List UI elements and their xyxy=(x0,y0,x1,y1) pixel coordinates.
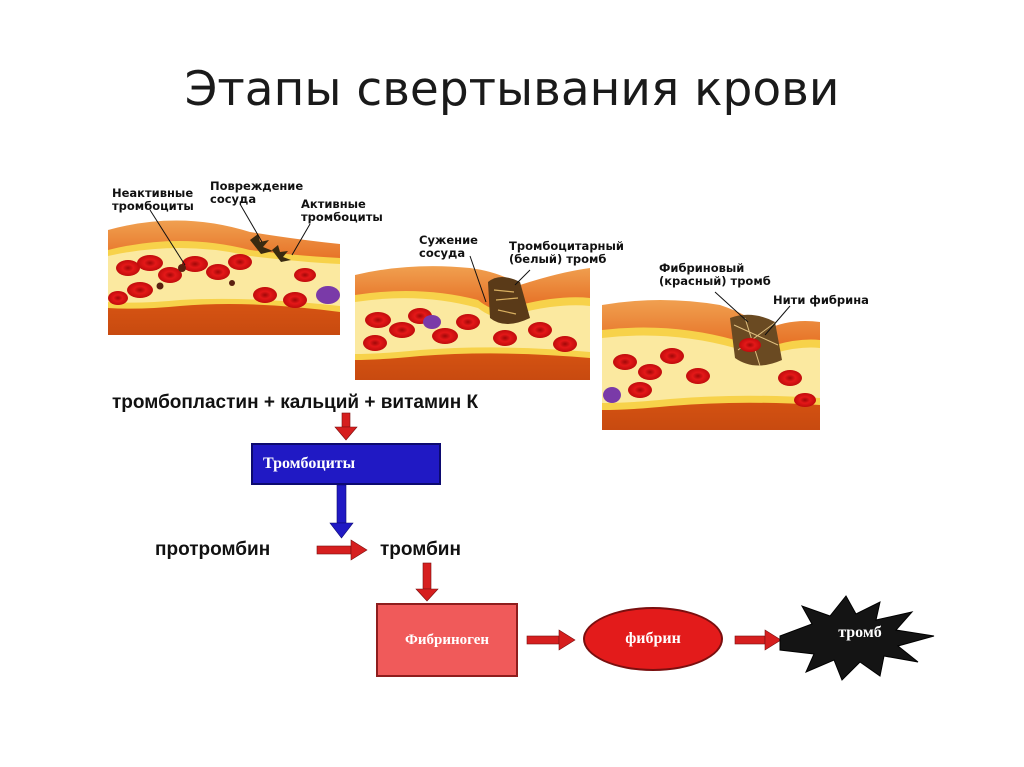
platelets-box-label: Тромбоциты xyxy=(263,455,356,472)
panel-1-vessel xyxy=(108,220,340,335)
label-red-clot: Фибриновый (красный) тромб xyxy=(659,261,771,288)
clot-star-shape xyxy=(779,595,935,681)
clot-label: тромб xyxy=(838,624,882,641)
equation-text: тромбопластин + кальций + витамин К xyxy=(112,392,479,413)
label-fibrin-threads: Нити фибрина xyxy=(773,293,869,307)
prothrombin-text: протромбин xyxy=(155,539,271,560)
label-vessel-damage: Повреждение сосуда xyxy=(210,179,304,206)
fibrinogen-box-label: Фибриноген xyxy=(404,631,490,648)
fibrin-oval-label: фибрин xyxy=(625,630,681,647)
label-vessel-narrowing: Сужение сосуда xyxy=(419,233,478,260)
label-inactive-platelets: Неактивные тромбоциты xyxy=(112,186,194,213)
thrombin-text: тромбин xyxy=(380,539,461,560)
panel-2-vessel xyxy=(355,266,590,380)
fibrin-oval: фибрин xyxy=(583,607,723,671)
leader-lines xyxy=(149,203,791,336)
label-white-clot: Тромбоцитарный (белый) тромб xyxy=(509,239,624,266)
platelets-box: Тромбоциты xyxy=(251,443,441,485)
panel-2-blood-cells xyxy=(363,308,577,352)
fibrinogen-box: Фибриноген xyxy=(376,603,518,677)
flow-arrows xyxy=(316,412,782,651)
panel-1-blood-cells xyxy=(108,234,340,308)
panel-3-blood-cells xyxy=(603,338,816,407)
label-active-platelets: Активные тромбоциты xyxy=(301,197,383,224)
slide-title: Этапы свертывания крови xyxy=(184,62,840,117)
panel-3-vessel xyxy=(602,300,820,430)
